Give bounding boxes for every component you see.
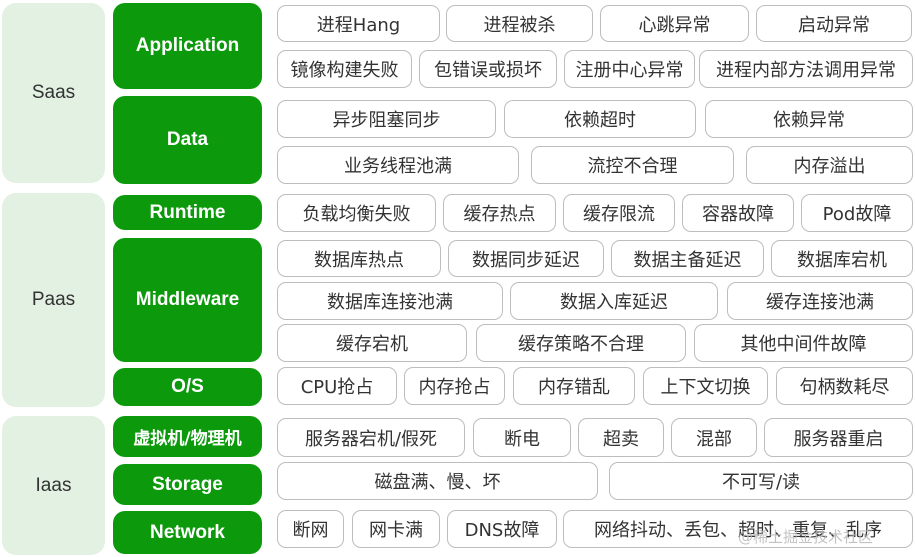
item-box: 数据同步延迟 xyxy=(448,240,604,277)
item-box: 业务线程池满 xyxy=(277,146,519,184)
item-box: 内存溢出 xyxy=(746,146,913,184)
item-box: 超卖 xyxy=(578,418,664,457)
item-box: 注册中心异常 xyxy=(564,50,695,88)
category-application: Application xyxy=(113,3,262,89)
item-box: 包错误或损坏 xyxy=(419,50,557,88)
category-os: O/S xyxy=(113,368,262,406)
item-box: 流控不合理 xyxy=(531,146,734,184)
item-box: 缓存策略不合理 xyxy=(476,324,686,362)
item-box: 不可写/读 xyxy=(609,462,913,500)
item-box: 缓存连接池满 xyxy=(727,282,913,320)
layer-iaas: Iaas xyxy=(2,416,105,555)
item-box: 服务器重启 xyxy=(764,418,913,457)
layer-saas: Saas xyxy=(2,3,105,183)
category-data: Data xyxy=(113,96,262,184)
category-middleware: Middleware xyxy=(113,238,262,362)
item-box: 混部 xyxy=(671,418,757,457)
item-box: 缓存热点 xyxy=(443,194,556,232)
item-box: 容器故障 xyxy=(682,194,794,232)
item-box: 磁盘满、慢、坏 xyxy=(277,462,598,500)
item-box: 断网 xyxy=(277,510,344,548)
item-box: 镜像构建失败 xyxy=(277,50,412,88)
category-runtime: Runtime xyxy=(113,195,262,230)
item-box: 数据入库延迟 xyxy=(510,282,718,320)
item-box: 进程内部方法调用异常 xyxy=(699,50,913,88)
item-box: 内存抢占 xyxy=(404,367,505,405)
item-box: 依赖超时 xyxy=(504,100,696,138)
item-box: DNS故障 xyxy=(447,510,557,548)
item-box: 内存错乱 xyxy=(513,367,635,405)
item-box: 网络抖动、丢包、超时、重复、乱序 xyxy=(563,510,913,548)
item-box: 缓存宕机 xyxy=(277,324,467,362)
item-box: 启动异常 xyxy=(756,5,912,42)
category-vm: 虚拟机/物理机 xyxy=(113,416,262,457)
item-box: CPU抢占 xyxy=(277,367,397,405)
category-storage: Storage xyxy=(113,464,262,505)
item-box: 网卡满 xyxy=(352,510,440,548)
item-box: Pod故障 xyxy=(801,194,913,232)
item-box: 数据库热点 xyxy=(277,240,441,277)
item-box: 负载均衡失败 xyxy=(277,194,436,232)
item-box: 服务器宕机/假死 xyxy=(277,418,465,457)
item-box: 缓存限流 xyxy=(563,194,675,232)
item-box: 数据主备延迟 xyxy=(611,240,764,277)
item-box: 异步阻塞同步 xyxy=(277,100,496,138)
item-box: 进程Hang xyxy=(277,5,440,42)
item-box: 心跳异常 xyxy=(600,5,749,42)
item-box: 断电 xyxy=(473,418,571,457)
watermark: @稀土掘金技术社区 xyxy=(738,528,874,546)
category-network: Network xyxy=(113,511,262,554)
item-box: 句柄数耗尽 xyxy=(776,367,913,405)
item-box: 数据库宕机 xyxy=(771,240,913,277)
layer-paas: Paas xyxy=(2,193,105,407)
item-box: 数据库连接池满 xyxy=(277,282,503,320)
item-box: 依赖异常 xyxy=(705,100,913,138)
item-box: 进程被杀 xyxy=(446,5,593,42)
item-box: 其他中间件故障 xyxy=(694,324,913,362)
item-box: 上下文切换 xyxy=(643,367,768,405)
